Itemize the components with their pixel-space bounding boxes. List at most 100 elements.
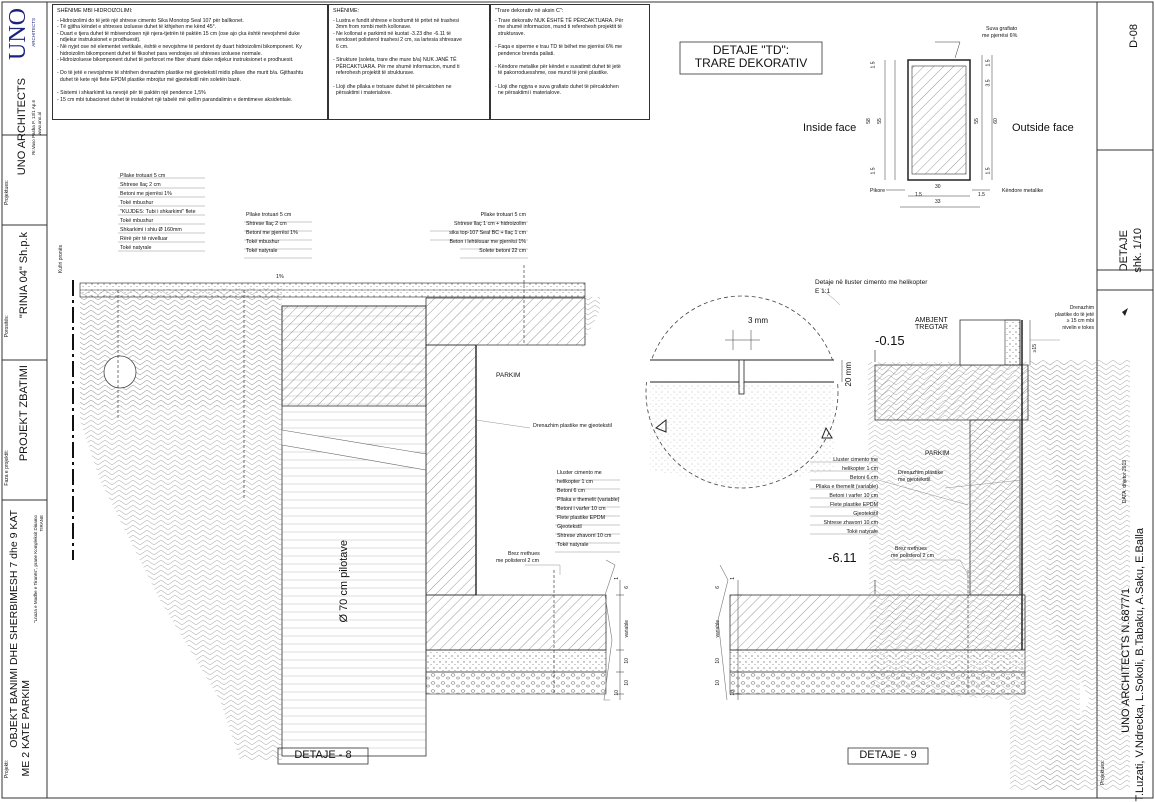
detail-9-title: DETAJE - 9	[859, 749, 917, 761]
notes-general-lines: - Lustra e fundit shtrese e bodrumit të …	[333, 18, 485, 97]
object-line-1: OBJEKT BANIMI DHE SHERBIMESH 7 dhe 9 KAT	[8, 510, 20, 748]
suva-label-2: me pjerrësi 6%	[982, 33, 1018, 39]
layer-label: Shtrese llaç 1 cm + hidroizolim	[454, 221, 526, 227]
dim-td-4: 58	[865, 118, 872, 124]
layer-label: Shkarkimi i shiu Ø 160mm	[120, 227, 182, 233]
dim-td-13: 1.5	[985, 167, 992, 175]
layer-label: Pllake trotuari 5 cm	[480, 212, 526, 218]
layer-label: Shtrese zhavorri 10 cm	[557, 533, 612, 539]
note-line: - Ne kollonat e parkimit në kuotat -3.23…	[333, 30, 451, 37]
magnified-detail-circle	[645, 295, 839, 489]
design-team: T.Luzati, V.Ndrecka, L.Sokoli, B.Tabaku,…	[1134, 528, 1146, 802]
firm-address: Rr.Vaso Pasha P. 13/1 Ap.6	[31, 100, 36, 155]
label-porosites: Porositës:	[4, 315, 10, 338]
dim-td-10: 55	[973, 118, 980, 124]
object-sub-1: "Lnaza e Madhe e Tiranës", prane Komplek…	[33, 515, 38, 624]
object-sub-2: TIRANE	[39, 515, 44, 532]
detail-9-dim-1: 6	[715, 586, 721, 589]
detail-9-drenazh-1: Drenazhim plastike	[898, 470, 944, 476]
detail-td-title: DETAJE "TD": TRARE DEKORATIV	[680, 44, 822, 70]
layer-label: Pllake trotuari 5 cm	[246, 212, 292, 218]
sheet-scale: shk. 1/10	[1132, 228, 1144, 273]
client-name: "RINIA 04" Sh.p.k	[18, 232, 30, 319]
note-line: përsaktimi i materialove.	[333, 90, 392, 97]
note-line	[57, 64, 323, 71]
pile-label: Ø 70 cm pilotave	[338, 540, 350, 623]
detail-8-variable: variable	[624, 620, 630, 638]
label-projektues-2: Projektues:	[1100, 760, 1106, 786]
layer-label: Betoni me pjerrësi 1%	[246, 230, 298, 236]
layer-label: Lluster cimento me	[833, 457, 878, 463]
layer-label: Drenazhim	[1069, 305, 1094, 311]
note-line: ne përsaktimi i materialove.	[495, 90, 562, 97]
note-line: - Lloji dhe ngjyra e suva grafiato duhet…	[495, 83, 619, 90]
circle-title: Detaje në lluster cimento me helikopter	[815, 279, 928, 286]
note-line: - Faqa e siperme e trau TD të bëhet me p…	[495, 43, 623, 50]
phase-name: PROJEKT ZBATIMI	[18, 365, 30, 462]
detail-8-dim-5: 10	[614, 690, 620, 696]
label-projekti: Projekti:	[4, 760, 10, 779]
note-line: - Duart e tjera duhet të mbivendosen një…	[57, 30, 300, 37]
sheet-title: DETAJE	[1118, 230, 1130, 272]
layer-label: Pllake trotuari 5 cm	[120, 173, 166, 179]
note-line: ndjekur instruksionet e prodhuesit).	[57, 37, 141, 44]
dim-20mm: 20 mm	[844, 362, 853, 387]
firm-number: UNO ARCHITECTS N.6877/1	[1120, 588, 1132, 733]
layer-label: "KUJDES: Tubi i shkarkimi" flete	[120, 209, 196, 215]
detail-8-drawing	[72, 177, 624, 765]
outside-face-label: Outside face	[1012, 122, 1074, 134]
dim-td-11: 60	[992, 118, 999, 124]
note-line	[495, 77, 645, 84]
notes-general-title: SHËNIME:	[333, 8, 360, 14]
retaining-wall-9	[969, 419, 1021, 596]
note-line: - Këndore metalike për këndet e suvatimi…	[495, 63, 621, 70]
note-line: vendoset polisterol trashesi 2 cm, sa la…	[333, 37, 462, 44]
layer-label: Betoni 6 cm	[557, 488, 585, 494]
detail-9-variable: variable	[715, 620, 721, 638]
layer-label: Tokë natyrale	[846, 529, 878, 535]
notes-hydro-title: SHËNIME MBI HIDROIZOLIMI:	[57, 8, 133, 14]
dim-td-8: 1.5	[978, 192, 985, 198]
detail-8-dim-3: 10	[624, 658, 630, 664]
note-line	[57, 84, 323, 91]
detail-9-d15: ≥15	[1032, 344, 1038, 353]
detail-9-layers-floor: Lluster cimento me helikopter 1 cm Betoni …	[810, 456, 878, 537]
sheet-number: D-08	[1128, 24, 1140, 48]
note-line: - Trare dekorativ NUK ËSHTË TË PËRCAKTUA…	[495, 17, 624, 24]
label-faza: Faza e projektit:	[4, 450, 10, 486]
note-line: - Hidroizoluese bikomponent duhet të per…	[57, 57, 294, 64]
note-line: pendence brenda paliati.	[495, 50, 555, 57]
inside-face-label: Inside face	[803, 122, 857, 134]
layer-label: helikopter 1 cm	[842, 466, 878, 472]
circle-scale: E 1:1	[815, 288, 831, 295]
layer-label: Gjeotekstil	[557, 524, 582, 530]
note-line: - 15 cm mbi tubacionet duhet të instaloh…	[57, 96, 293, 103]
brand-logo: UNO	[5, 8, 31, 60]
dim-td-3: 1.5	[870, 167, 877, 175]
layer-label: Shtrese llaç 2 cm	[246, 221, 287, 227]
dim-td-12: 1.5	[985, 59, 992, 67]
layer-label: helikopter 1 cm	[557, 479, 593, 485]
layer-label: Lluster cimento me	[557, 470, 602, 476]
note-line: 6 cm.	[333, 43, 349, 50]
note-line: referohesh projektit të strukturave.	[333, 70, 415, 77]
detail-8-drenazh: Drenazhim plastike me gjeotekstil	[533, 423, 612, 429]
layer-label: Betoni me pjerrësi 1%	[120, 191, 172, 197]
notes-hydro-lines: - Hidroizolimi do të jetë një shtrese ci…	[57, 18, 323, 104]
layer-label: Shtrese llaç 2 cm	[120, 182, 161, 188]
layer-label: Shtrese zhavorri 10 cm	[823, 520, 878, 526]
floor-slab-9	[729, 594, 1026, 651]
note-line	[333, 77, 485, 84]
dim-td-6: 33	[935, 199, 941, 205]
layer-label: Betoni i varfer 10 cm	[829, 493, 878, 499]
detail-9-dim-2: 1	[730, 577, 736, 580]
layer-label: nivelin e tokes	[1062, 324, 1094, 331]
suva-label: Suva grafiato	[986, 26, 1018, 32]
layer-label: plastike do të jetë	[1055, 311, 1094, 318]
firm-name: UNO ARCHITECTS	[16, 78, 28, 176]
level-bottom: -6.11	[828, 550, 857, 565]
layer-label: Flete plastike EPDM	[557, 515, 605, 521]
note-line: me shumë informacion, mund ti referohesh…	[495, 24, 622, 31]
layer-label: sika top-107 Seal BC + llaç 1 cm	[449, 230, 526, 236]
